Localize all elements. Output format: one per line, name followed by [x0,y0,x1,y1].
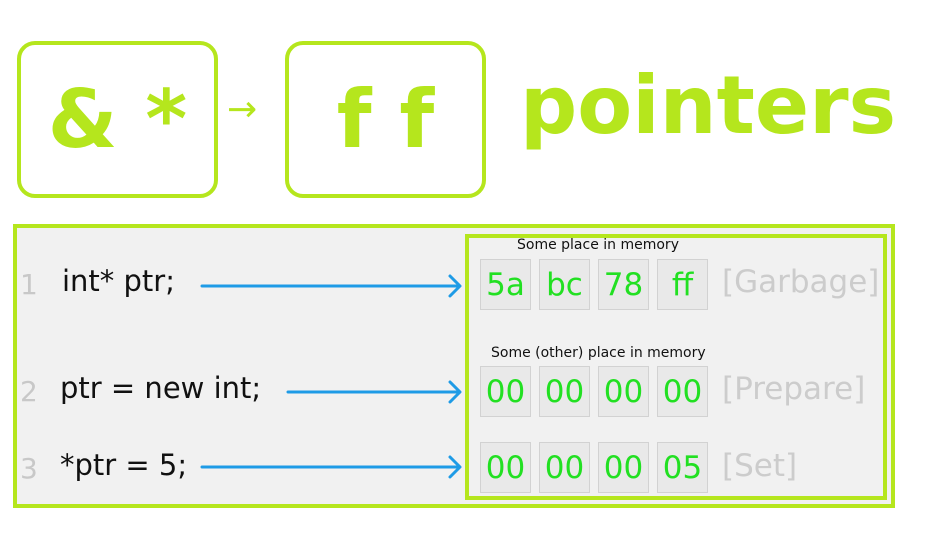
hex-box: f f [285,41,486,198]
status-label-2: [Prepare] [722,371,866,407]
page-title: pointers [520,59,897,152]
memory-label-1: Some place in memory [517,237,679,253]
operators-text: & * [47,73,188,166]
memory-cell: 00 [598,366,649,417]
code-line-2: ptr = new int; [60,371,262,405]
status-label-1: [Garbage] [722,264,880,300]
arrow-head-3 [448,455,462,479]
line-number-3: 3 [20,452,38,485]
memory-cell: 5a [480,259,531,310]
code-line-3: *ptr = 5; [60,448,188,482]
memory-cell: ff [657,259,708,310]
memory-cell: 00 [598,442,649,493]
hex-text: f f [336,73,435,166]
memory-cell: bc [539,259,590,310]
arrow-head-1 [448,274,462,298]
memory-cell: 00 [539,366,590,417]
arrow-head-2 [448,380,462,404]
memory-frame [465,234,887,500]
operators-box: & * [17,41,218,198]
memory-label-2: Some (other) place in memory [491,345,706,361]
memory-cell: 00 [657,366,708,417]
right-arrow-icon: → [227,89,258,130]
status-label-3: [Set] [722,448,798,484]
memory-cell: 78 [598,259,649,310]
line-number-1: 1 [20,268,38,301]
memory-cell: 00 [480,442,531,493]
memory-cell: 00 [480,366,531,417]
memory-cell: 05 [657,442,708,493]
code-line-1: int* ptr; [62,264,175,298]
line-number-2: 2 [20,375,38,408]
memory-cell: 00 [539,442,590,493]
